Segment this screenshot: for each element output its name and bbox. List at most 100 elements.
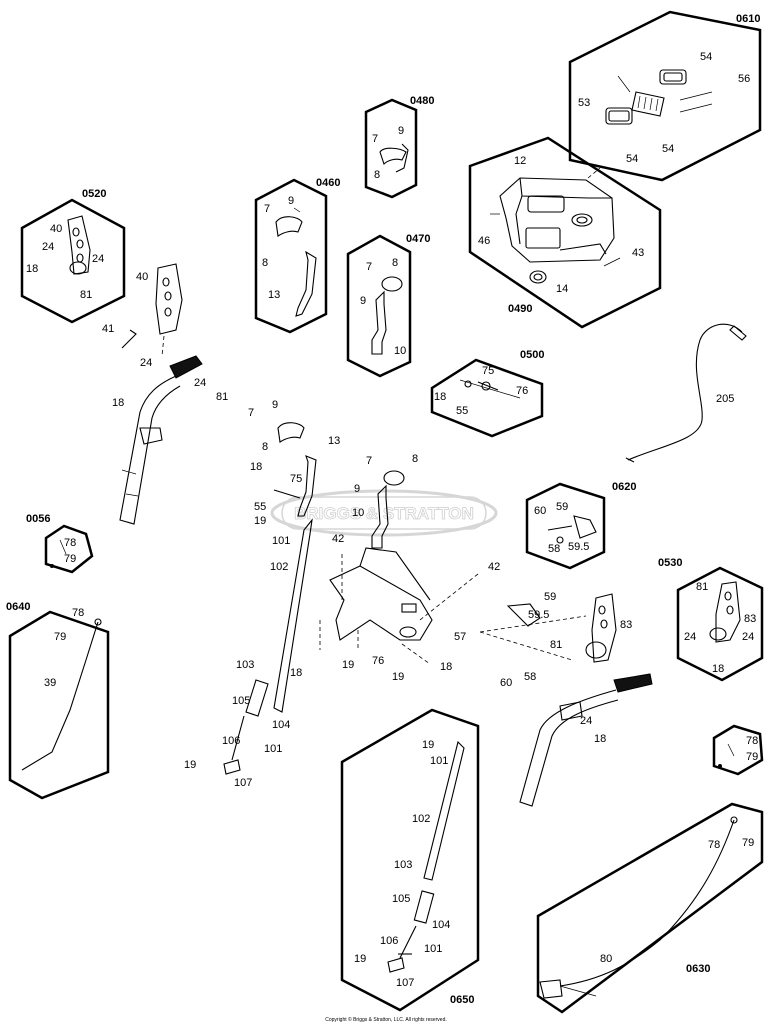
part-label: 59.5	[568, 541, 589, 553]
part-label: 54	[626, 153, 638, 165]
group-label-0500: 0500	[520, 349, 544, 361]
group-label-0620: 0620	[612, 481, 636, 493]
part-label: 41	[102, 323, 114, 335]
part-label: 19	[392, 671, 404, 683]
part-label: 103	[236, 659, 254, 671]
group-label-0056-left: 0056	[26, 513, 50, 525]
box-0490	[468, 136, 662, 329]
lever-0460	[275, 207, 317, 317]
part-label: 57	[454, 631, 466, 643]
box-0056-right	[712, 724, 764, 776]
part-label: 205	[716, 393, 734, 405]
box-0650	[340, 708, 480, 1012]
part-label: 24	[684, 631, 696, 643]
part-label: 81	[550, 639, 562, 651]
part-label: 101	[430, 755, 448, 767]
part-label: 78	[72, 607, 84, 619]
part-label: 18	[26, 263, 38, 275]
center-linkage	[223, 422, 479, 775]
part-label: 104	[272, 719, 290, 731]
part-label: 8	[392, 257, 398, 269]
part-label: 19	[342, 659, 354, 671]
part-label: 7	[264, 203, 270, 215]
cable-0630	[539, 816, 738, 999]
part-label: 19	[184, 759, 196, 771]
part-label: 19	[422, 739, 434, 751]
part-label: 107	[396, 977, 414, 989]
group-boxes	[8, 10, 764, 1014]
box-0500	[430, 358, 544, 438]
part-label: 78	[708, 839, 720, 851]
left-handle	[119, 263, 203, 525]
part-label: 24	[42, 241, 54, 253]
part-label: 18	[594, 733, 606, 745]
part-label: 80	[600, 953, 612, 965]
part-label: 13	[268, 289, 280, 301]
control-housing	[490, 177, 621, 284]
detail-0530	[709, 581, 741, 643]
part-label: 75	[290, 473, 302, 485]
lever-0480	[379, 143, 409, 173]
part-label: 7	[248, 407, 254, 419]
part-label: 79	[742, 837, 754, 849]
part-label: 81	[696, 581, 708, 593]
box-0640	[8, 610, 110, 800]
part-label: 18	[440, 661, 452, 673]
lever-0470	[371, 276, 403, 355]
part-label: 42	[332, 533, 344, 545]
part-label: 107	[234, 777, 252, 789]
part-label: 59	[544, 591, 556, 603]
watermark-text: BRIGGS & STRATTON	[294, 504, 474, 523]
cable-205	[625, 323, 747, 463]
box-0610	[568, 10, 762, 182]
part-label: 40	[50, 223, 62, 235]
group-label-0650: 0650	[450, 994, 474, 1006]
part-label: 103	[394, 859, 412, 871]
box-0470	[346, 234, 412, 378]
group-label-0490: 0490	[508, 303, 532, 315]
part-label: 43	[632, 247, 644, 259]
part-label: 54	[700, 51, 712, 63]
part-label: 79	[64, 553, 76, 565]
box-0530	[676, 566, 764, 682]
part-label: 76	[516, 385, 528, 397]
part-label: 83	[620, 619, 632, 631]
part-drawings	[21, 69, 747, 999]
part-label: 101	[424, 943, 442, 955]
part-label: 104	[432, 919, 450, 931]
right-handle	[479, 593, 653, 807]
part-label: 39	[44, 677, 56, 689]
part-label: 9	[398, 125, 404, 137]
part-label: 58	[548, 543, 560, 555]
group-label-0520: 0520	[82, 188, 106, 200]
part-label: 24	[742, 631, 754, 643]
part-label: 18	[250, 461, 262, 473]
part-label: 79	[746, 751, 758, 763]
hardware-0500	[459, 379, 521, 399]
group-label-0460: 0460	[316, 177, 340, 189]
part-label: 13	[328, 435, 340, 447]
part-label: 9	[272, 399, 278, 411]
rod-0650	[387, 740, 465, 973]
part-label: 8	[374, 169, 380, 181]
box-0460	[254, 178, 328, 334]
part-label: 24	[140, 357, 152, 369]
group-label-0470: 0470	[406, 233, 430, 245]
part-label: 81	[216, 391, 228, 403]
part-label: 81	[80, 289, 92, 301]
part-label: 18	[290, 667, 302, 679]
part-label: 75	[482, 365, 494, 377]
handle-detail-0520	[67, 215, 91, 275]
vent-assembly	[587, 69, 713, 179]
part-label: 7	[366, 261, 372, 273]
box-0056-left	[44, 524, 94, 574]
part-label: 106	[380, 935, 398, 947]
part-label: 79	[54, 631, 66, 643]
group-label-0530: 0530	[658, 557, 682, 569]
part-label: 60	[500, 677, 512, 689]
part-label: 18	[112, 397, 124, 409]
box-0630	[536, 802, 764, 1014]
part-label: 59.5	[528, 609, 549, 621]
part-label: 9	[288, 195, 294, 207]
